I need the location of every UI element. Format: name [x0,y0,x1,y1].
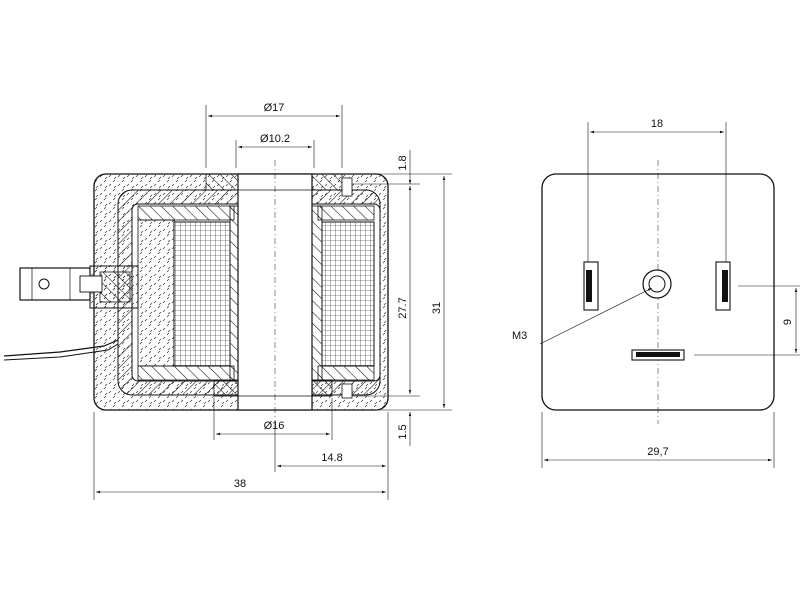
bobbin-top-right [317,205,375,221]
winding-left [173,221,231,367]
dim-h9: 9 [782,319,794,325]
bobbin-wall-left [137,219,175,367]
dim-h1-5: 1.5 [397,424,409,439]
notch-top-right [341,177,353,197]
pin-ground-blade [636,352,680,357]
winding-right [321,221,375,367]
lead-wire [3,339,119,357]
bobbin-bottom-right [317,365,375,381]
dim-w18: 18 [651,118,663,130]
bobbin-tube-right [311,205,323,381]
pin-left-blade [586,270,592,302]
terminal-pin [19,267,91,301]
dim-h27-7: 27.7 [397,297,409,318]
lead-wire-2 [3,343,119,361]
leader-m3 [539,287,653,345]
dim-d10-2: Ø10.2 [260,133,290,145]
pin-right-blade [722,270,728,302]
terminal-neck [79,275,103,293]
dim-w14-8: 14.8 [321,452,342,464]
bobbin-tube-left [229,205,239,381]
thread-hole-inner [648,275,666,293]
bobbin-bottom-left [137,365,235,381]
dim-d17: Ø17 [264,102,285,114]
dim-w38: 38 [234,478,246,490]
bobbin-top-left [137,205,235,221]
terminal-hole [38,278,50,290]
right-dimensions: 18 M3 9 29,7 [512,118,800,468]
dim-m3: M3 [512,330,527,342]
dim-d16: Ø16 [264,420,285,432]
dim-h31: 31 [431,302,443,314]
left-dimensions: Ø17 Ø10.2 1.8 27.7 31 1.5 Ø16 14.8 [93,102,452,500]
terminal-insert [99,271,131,303]
dim-h1-8: 1.8 [397,155,409,170]
top-view [541,160,775,424]
dim-w29-7: 29,7 [647,446,668,458]
section-view [3,160,389,418]
notch-bottom-right [341,383,353,399]
